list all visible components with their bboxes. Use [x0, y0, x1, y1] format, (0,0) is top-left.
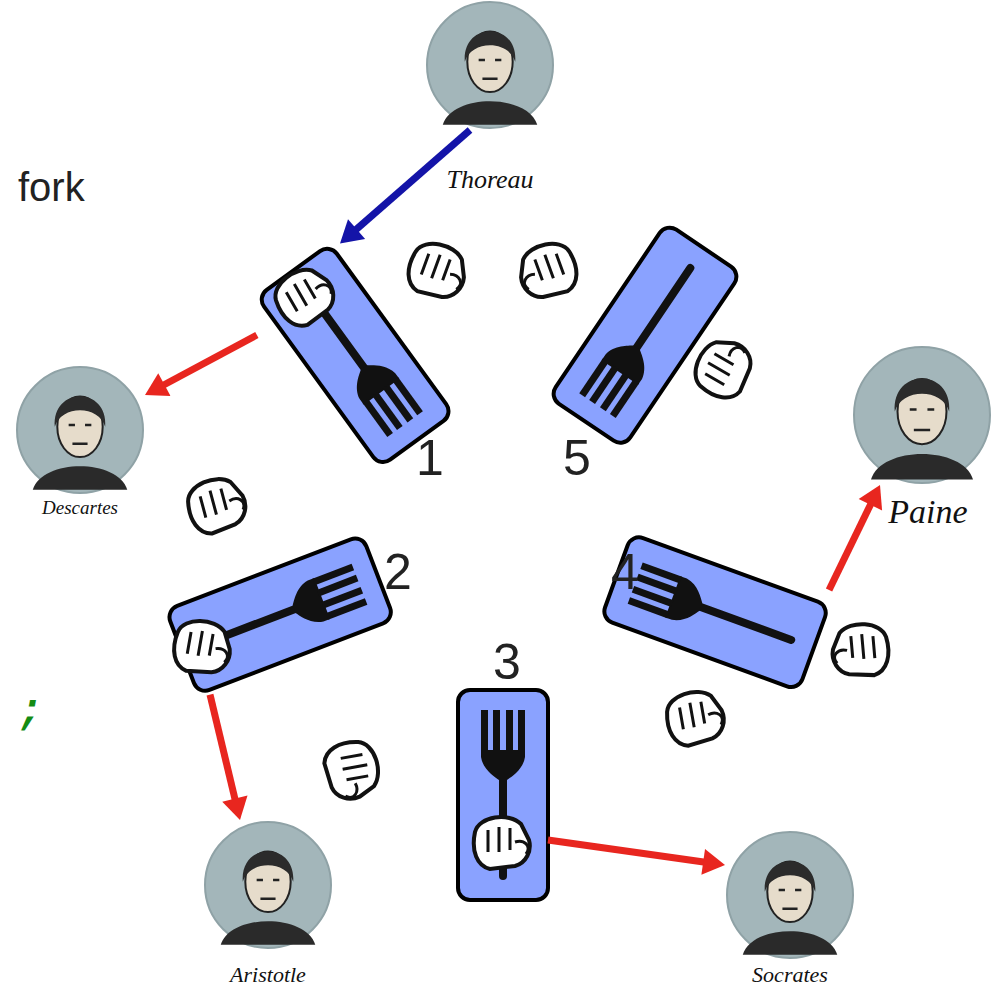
text-label: fork	[18, 165, 85, 210]
philosopher-name: Thoreau	[446, 165, 533, 195]
grab-arrow	[210, 695, 248, 820]
fork-node: 4	[601, 534, 829, 690]
portrait-circle	[203, 820, 333, 950]
holding-hand	[474, 817, 530, 869]
portrait-circle	[725, 830, 855, 960]
empty-hand	[402, 237, 472, 305]
philosopher-name: Paine	[888, 493, 967, 531]
grab-arrow	[548, 840, 725, 875]
philosopher-node: Descartes	[15, 365, 145, 495]
empty-hand	[687, 331, 760, 405]
portrait-circle	[852, 345, 992, 485]
philosopher-node: Aristotle	[203, 820, 333, 950]
philosopher-name: Descartes	[42, 497, 118, 519]
empty-hand	[663, 688, 727, 749]
fork-card	[549, 223, 741, 447]
empty-hand	[513, 237, 583, 305]
empty-hand	[183, 473, 251, 538]
fork-number: 5	[563, 429, 591, 487]
text-label: ;	[18, 688, 43, 736]
philosopher-name: Socrates	[752, 962, 828, 988]
portrait-circle	[15, 365, 145, 495]
fork-node: 5	[549, 223, 741, 447]
grab-arrow	[145, 335, 257, 396]
philosopher-node: Thoreau	[425, 0, 555, 130]
fork-number: 3	[493, 633, 521, 691]
holding-hand	[830, 622, 890, 679]
philosopher-node: Paine	[852, 345, 992, 485]
grab-arrow	[829, 485, 882, 590]
empty-hand	[322, 738, 383, 802]
portrait-circle	[425, 0, 555, 130]
fork-number: 2	[384, 543, 412, 601]
philosopher-name: Aristotle	[230, 962, 306, 988]
fork-number: 4	[611, 543, 639, 601]
philosopher-node: Socrates	[725, 830, 855, 960]
fork-number: 1	[416, 429, 444, 487]
